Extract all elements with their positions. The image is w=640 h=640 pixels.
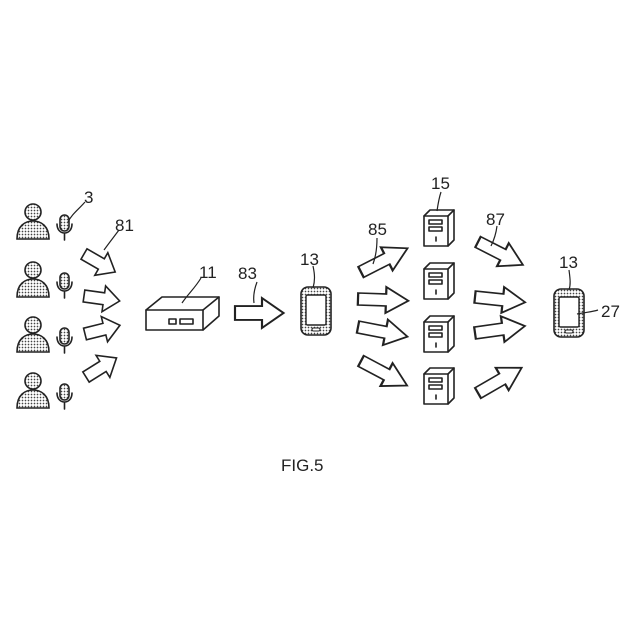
block-arrow xyxy=(355,237,413,284)
arrows-phone-to-servers xyxy=(355,237,414,397)
block-arrow xyxy=(82,283,121,314)
label-arrow-hub-phone: 83 xyxy=(238,264,257,283)
label-phone-right: 13 xyxy=(559,253,578,272)
arrows-users-to-hub xyxy=(78,243,124,388)
arrows-servers-to-phone xyxy=(472,230,529,404)
label-arrows-out: 85 xyxy=(368,220,387,239)
user-with-microphone-icon xyxy=(17,204,72,240)
block-arrow xyxy=(79,347,123,388)
label-arrows-in: 81 xyxy=(115,216,134,235)
block-arrow xyxy=(78,243,122,284)
label-phone-left: 13 xyxy=(300,250,319,269)
server-icon xyxy=(424,368,454,404)
label-arrows-back: 87 xyxy=(486,210,505,229)
users-group xyxy=(17,204,72,409)
label-screen: 27 xyxy=(601,302,620,321)
block-arrow xyxy=(358,286,409,314)
block-arrow-hub-to-phone xyxy=(235,298,284,328)
block-arrow xyxy=(82,313,123,347)
block-arrow xyxy=(472,357,529,405)
label-servers: 15 xyxy=(431,174,450,193)
leader-lines xyxy=(68,192,598,314)
label-hub: 11 xyxy=(199,263,217,282)
user-with-microphone-icon xyxy=(17,317,72,353)
block-arrow xyxy=(472,230,529,276)
block-arrow xyxy=(355,350,413,397)
server-icon xyxy=(424,263,454,299)
servers-group xyxy=(424,210,454,404)
block-arrow xyxy=(473,313,527,346)
server-icon xyxy=(424,210,454,246)
block-arrow xyxy=(474,284,527,315)
block-arrow xyxy=(356,314,410,349)
figure-caption: FIG.5 xyxy=(281,456,324,475)
user-with-microphone-icon xyxy=(17,262,72,298)
label-users: 3 xyxy=(84,188,93,207)
smartphone-icon xyxy=(301,287,331,335)
user-with-microphone-icon xyxy=(17,373,72,409)
server-icon xyxy=(424,316,454,352)
